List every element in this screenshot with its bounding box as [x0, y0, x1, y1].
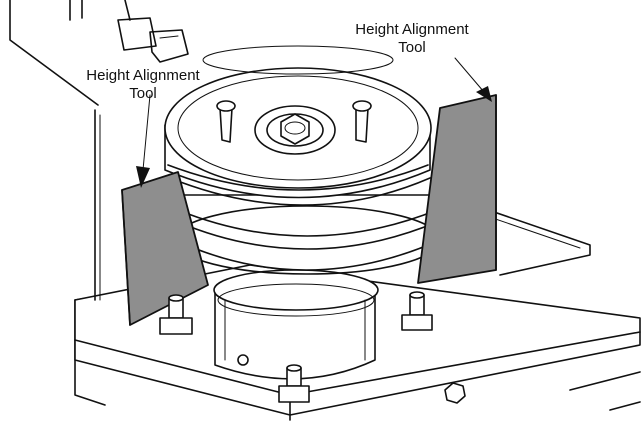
spindle-housing: [213, 269, 379, 380]
pulley: [164, 45, 441, 275]
adjuster-bolt: [117, 0, 189, 63]
stud-left: [159, 294, 193, 335]
right-callout-line1: Height Alignment: [355, 21, 469, 38]
left-callout-line2: Tool: [129, 85, 157, 102]
right-leader-arrowhead: [476, 86, 492, 102]
left-height-alignment-tool: [121, 171, 209, 326]
right-callout-label: Height Alignment Tool: [355, 21, 469, 56]
left-callout-label: Height Alignment Tool: [86, 67, 200, 102]
left-leader-arrowhead: [136, 166, 150, 188]
right-leader-line: [454, 57, 485, 93]
stud-front: [278, 364, 310, 403]
hex-nut: [444, 382, 466, 404]
left-leader-line: [142, 94, 151, 171]
left-callout-line1: Height Alignment: [86, 67, 200, 84]
pulley-bolt-left: [216, 100, 236, 143]
right-height-alignment-tool: [417, 94, 497, 284]
right-callout-line2: Tool: [398, 39, 426, 56]
stud-right: [401, 291, 433, 331]
pulley-bolt-right: [352, 100, 372, 143]
